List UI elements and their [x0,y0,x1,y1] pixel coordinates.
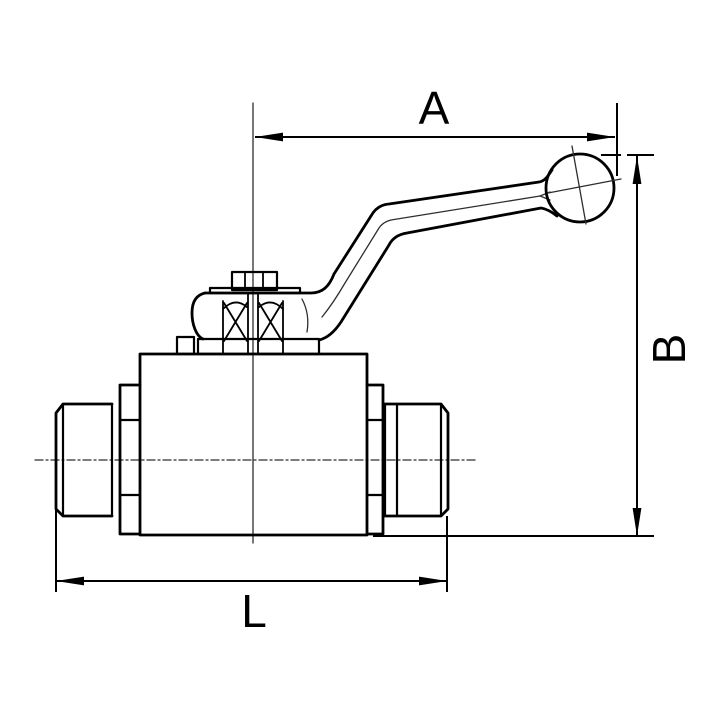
lever-crease-line [321,195,541,318]
left-fitting-outline [54,402,114,518]
lever-upper-outline [203,168,554,295]
right-fitting [383,402,450,518]
dim-a-arrow-left [255,132,283,142]
right-sleeve [365,383,385,536]
dim-b-label: B [643,334,695,365]
hub-right-arc [301,298,309,333]
ball-knob [544,152,616,224]
lever-lower-outline [317,206,559,342]
dim-l-label: L [241,585,267,637]
stem-section [222,292,284,354]
handle-lever [190,168,559,342]
dim-a-label: A [419,82,450,134]
left-fitting [54,402,114,518]
ball-axis-steep [571,145,587,225]
left-sleeve-outline [118,383,142,536]
dim-l-arrow-left [56,576,84,586]
ball-axis-shallow [547,178,622,194]
right-sleeve-outline [365,383,385,536]
right-fitting-outline [383,402,450,518]
dim-a-arrow-right [587,132,615,142]
dim-b-arrow-bottom [632,508,642,536]
left-sleeve [118,383,142,536]
dim-l-arrow-right [419,576,447,586]
handle-ball [544,145,622,225]
stop-block [175,335,196,356]
hub-left-outline [190,291,207,341]
dim-b-arrow-top [632,156,642,184]
dimension-a: A [255,82,618,176]
centerlines [34,102,476,544]
stem-cross-hatch [223,302,283,342]
stem-nut [208,270,302,295]
dimension-l: L [55,510,448,637]
dimension-b: B [373,154,695,537]
hex-nut [230,270,279,292]
